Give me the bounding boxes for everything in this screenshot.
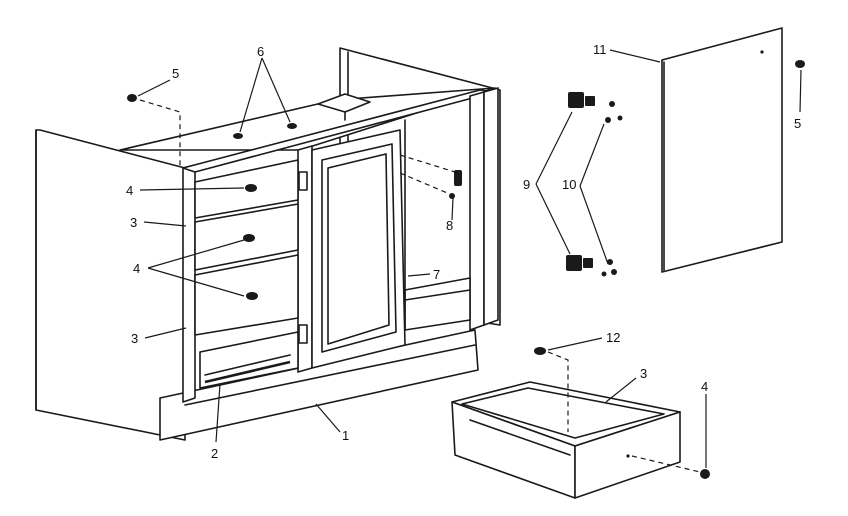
- callout-5-right: 5: [794, 116, 801, 131]
- callout-7: 7: [433, 267, 440, 282]
- assembly-guides: [139, 99, 701, 473]
- callout-9: 9: [523, 177, 530, 192]
- hinge-set: [566, 92, 623, 277]
- callout-4-top: 4: [126, 183, 133, 198]
- callout-3-upper: 3: [130, 215, 137, 230]
- callout-3-drawer: 3: [640, 366, 647, 381]
- callout-11: 11: [593, 42, 607, 57]
- cabinet-door: [298, 129, 406, 369]
- callout-2: 2: [211, 446, 218, 461]
- drawer-fronts-installed: [194, 159, 299, 389]
- side-panel: [661, 27, 783, 273]
- callout-1: 1: [342, 428, 349, 443]
- callout-6: 6: [257, 44, 264, 59]
- callout-3-lower: 3: [131, 331, 138, 346]
- callout-4-drawer: 4: [701, 379, 708, 394]
- leader-lines: [137, 49, 802, 468]
- callout-12: 12: [606, 330, 620, 345]
- callout-4-pair: 4: [133, 261, 140, 276]
- callout-10: 10: [562, 177, 576, 192]
- loose-drawer: [451, 381, 681, 499]
- callout-5-left: 5: [172, 66, 179, 81]
- callout-labels: 5 6 4 3 4 3 2 1 7 8 9 10 11 5 12 3 4: [126, 42, 801, 461]
- callout-8: 8: [446, 218, 453, 233]
